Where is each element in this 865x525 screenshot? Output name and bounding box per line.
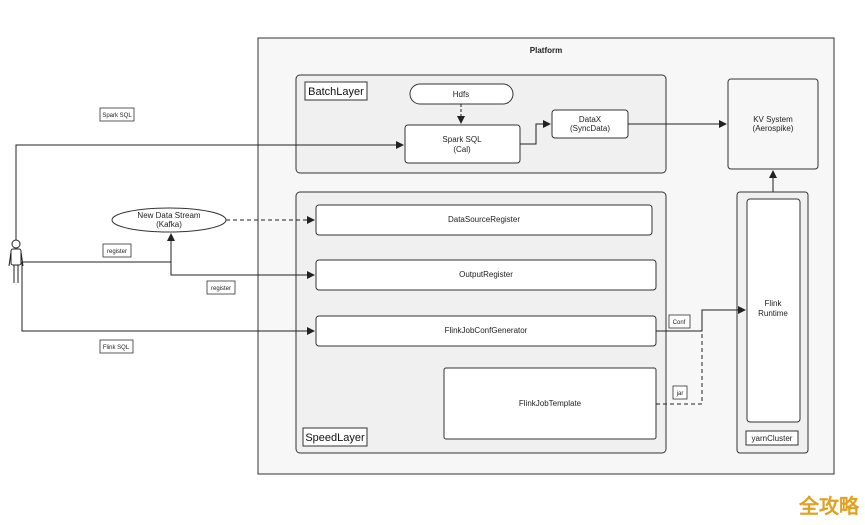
- edge-label-jar: jar: [676, 391, 684, 397]
- edge-register-output-register: [170, 262, 315, 279]
- edge-label-conf: Conf: [673, 320, 686, 326]
- edge-label-jar-box: [672, 385, 688, 400]
- data-stream-sublabel: (Kafka): [156, 220, 182, 229]
- flink-job-conf-generator-label: FlinkJobConfGenerator: [445, 326, 528, 335]
- edge-template-flink-runtime: [656, 331, 703, 405]
- edge-label-spark-sql: Spark SQL: [102, 113, 132, 119]
- kv-system-label: KV System: [753, 115, 793, 124]
- edge-label-register-2-box: [206, 280, 236, 295]
- edge-user-flink-job-conf-generator: [21, 262, 315, 335]
- spark-sql-node: [404, 124, 521, 164]
- output-register-node: [315, 259, 657, 291]
- user-icon: [8, 239, 24, 283]
- batch-layer-tag: [304, 81, 368, 101]
- flink-runtime-label: Flink: [765, 299, 783, 308]
- flink-runtime-node: [746, 198, 801, 423]
- edge-spark-sql-datax: [520, 120, 551, 145]
- platform-title: Platform: [530, 46, 562, 55]
- datasource-register-label: DataSourceRegister: [448, 215, 520, 224]
- edge-label-conf-box: [668, 314, 691, 329]
- output-register-label: OutputRegister: [459, 270, 513, 279]
- datasource-register-node: [315, 204, 653, 236]
- hdfs-label: Hdfs: [453, 90, 469, 99]
- edge-conf-flink-runtime: [656, 306, 746, 332]
- spark-sql-sublabel: (Cal): [453, 145, 471, 154]
- edge-user-spark-sql: [15, 141, 404, 240]
- kv-system-node: [727, 78, 819, 170]
- edge-label-register-1: register: [107, 249, 127, 255]
- spark-sql-label: Spark SQL: [442, 135, 482, 144]
- kv-system-sublabel: (Aerospike): [753, 124, 794, 133]
- data-stream-label: New Data Stream: [137, 211, 200, 220]
- datax-label: DataX: [579, 115, 602, 124]
- edge-label-flink-sql-box: [99, 339, 134, 354]
- edge-label-spark-sql-box: [99, 107, 135, 122]
- batch-layer-label: BatchLayer: [308, 86, 364, 98]
- edge-label-register-1-box: [102, 243, 132, 258]
- yarn-cluster-label: yarnCluster: [752, 434, 793, 443]
- flink-job-template-label: FlinkJobTemplate: [519, 399, 582, 408]
- edge-label-flink-sql: Flink SQL: [103, 345, 130, 351]
- flink-runtime-sublabel: Runtime: [758, 309, 788, 318]
- speed-layer-tag: [302, 427, 368, 447]
- edge-label-register-2: register: [211, 286, 231, 292]
- datax-sublabel: (SyncData): [570, 124, 610, 133]
- watermark-logo: 全攻略: [798, 494, 860, 518]
- speed-layer-label: SpeedLayer: [305, 432, 365, 444]
- yarn-cluster-tag: [745, 430, 799, 446]
- edge-user-data-stream: [22, 233, 175, 263]
